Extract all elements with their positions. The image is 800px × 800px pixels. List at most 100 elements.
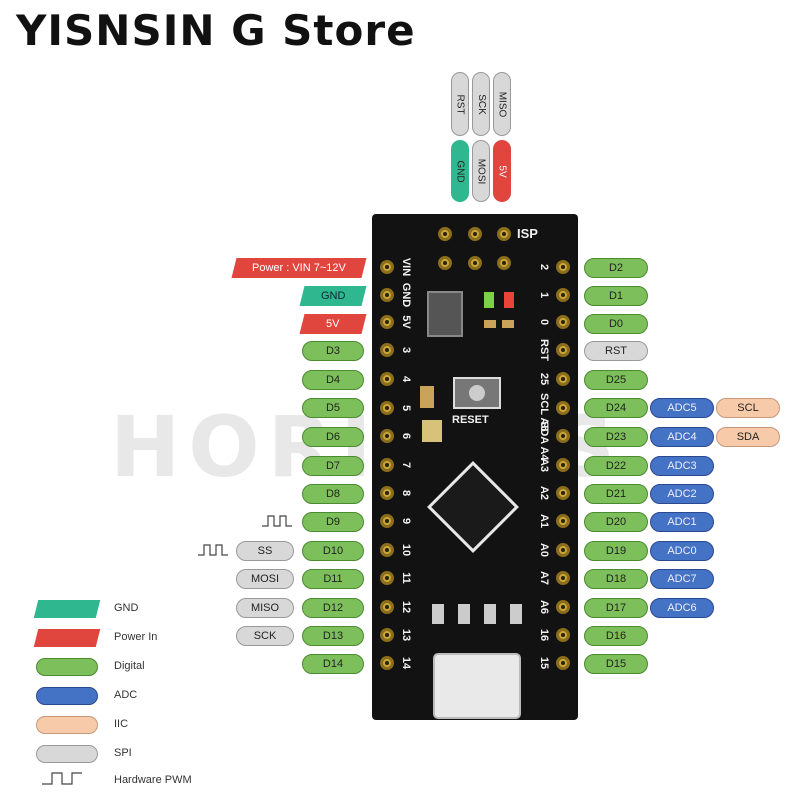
right-pin xyxy=(556,486,570,500)
adc-tag-adc1: ADC1 xyxy=(650,512,714,532)
right-pin xyxy=(556,571,570,585)
silk-label: 3 xyxy=(400,346,412,354)
pin-tag-d5: D5 xyxy=(302,398,364,418)
right-pin xyxy=(556,372,570,386)
mcu-chip xyxy=(427,461,519,553)
legend-pwm-icon xyxy=(42,772,82,785)
5v-tag: 5V xyxy=(299,314,367,334)
right-pin xyxy=(556,543,570,557)
right-pin xyxy=(556,315,570,329)
pin-tag-rst: RST xyxy=(584,341,648,361)
left-pin xyxy=(380,571,394,585)
right-pin xyxy=(556,458,570,472)
legend-swatch-spi xyxy=(36,745,98,763)
left-pin xyxy=(380,343,394,357)
silk-label: SCL A5 xyxy=(538,393,550,432)
silk-label: 8 xyxy=(400,489,412,497)
pin-tag-d2: D2 xyxy=(584,258,648,278)
right-pin xyxy=(556,343,570,357)
adc-tag-adc6: ADC6 xyxy=(650,598,714,618)
legend-swatch-adc xyxy=(36,687,98,705)
silk-label: A6 xyxy=(538,599,550,615)
silk-label: A0 xyxy=(538,542,550,558)
adc-tag-adc5: ADC5 xyxy=(650,398,714,418)
silk-label: RST xyxy=(538,339,550,361)
isp-mosi-tag: MOSI xyxy=(472,140,490,202)
reset-label: RESET xyxy=(452,414,489,426)
adc-tag-adc7: ADC7 xyxy=(650,569,714,589)
isp-5v-tag: 5V xyxy=(493,140,511,202)
adc-tag-adc0: ADC0 xyxy=(650,541,714,561)
left-pin xyxy=(380,628,394,642)
right-pin xyxy=(556,514,570,528)
silk-label: 4 xyxy=(400,375,412,383)
pin-tag-d16: D16 xyxy=(584,626,648,646)
legend-label-spi: SPI xyxy=(114,747,132,759)
pin-tag-d21: D21 xyxy=(584,484,648,504)
silk-label: 7 xyxy=(400,461,412,469)
spi-tag-ss: SS xyxy=(236,541,294,561)
right-pin xyxy=(556,260,570,274)
pin-tag-d13: D13 xyxy=(302,626,364,646)
legend-swatch-gnd xyxy=(33,600,101,618)
silk-label: 9 xyxy=(400,517,412,525)
right-pin xyxy=(556,288,570,302)
isp-pin xyxy=(438,256,452,270)
pin-tag-d14: D14 xyxy=(302,654,364,674)
left-pin xyxy=(380,401,394,415)
pin-tag-d17: D17 xyxy=(584,598,648,618)
isp-rst-tag: RST xyxy=(451,72,469,136)
silk-label: 11 xyxy=(400,572,412,584)
pin-tag-d9: D9 xyxy=(302,512,364,532)
spi-tag-mosi: MOSI xyxy=(236,569,294,589)
pin-tag-d4: D4 xyxy=(302,370,364,390)
legend-swatch-digital xyxy=(36,658,98,676)
adc-tag-adc4: ADC4 xyxy=(650,427,714,447)
pin-tag-d20: D20 xyxy=(584,512,648,532)
pin-tag-d24: D24 xyxy=(584,398,648,418)
iic-tag-sda: SDA xyxy=(716,427,780,447)
silk-label: GND xyxy=(400,282,412,308)
adc-tag-adc2: ADC2 xyxy=(650,484,714,504)
right-pin xyxy=(556,600,570,614)
legend-swatch-iic xyxy=(36,716,98,734)
pin-tag-d15: D15 xyxy=(584,654,648,674)
silk-label: 5 xyxy=(400,404,412,412)
isp-pin xyxy=(468,227,482,241)
silk-label: 1 xyxy=(538,291,550,299)
isp-gnd-tag: GND xyxy=(451,140,469,202)
isp-sck-tag: SCK xyxy=(472,72,490,136)
isp-pin xyxy=(497,227,511,241)
silk-label: 13 xyxy=(400,628,412,642)
legend-label-adc: ADC xyxy=(114,689,138,701)
left-pin xyxy=(380,486,394,500)
pin-tag-d22: D22 xyxy=(584,456,648,476)
legend-swatch-power xyxy=(33,629,101,647)
silk-label: SDA A4 xyxy=(538,421,550,461)
silk-label: 16 xyxy=(538,628,550,642)
isp-pin xyxy=(497,256,511,270)
left-pin xyxy=(380,372,394,386)
isp-miso-tag: MISO xyxy=(493,72,511,136)
legend-label-gnd: GND xyxy=(114,602,139,614)
pwm-icon xyxy=(198,544,228,556)
legend-label-power: Power In xyxy=(114,631,158,643)
left-pin xyxy=(380,260,394,274)
store-title: YISNSIN G Store xyxy=(16,6,416,55)
silk-label: 15 xyxy=(538,656,550,670)
pwm-icon xyxy=(262,515,292,527)
silk-label: VIN xyxy=(400,257,412,277)
silk-label: 5V xyxy=(400,315,412,329)
left-pin xyxy=(380,514,394,528)
legend-label-iic: IIC xyxy=(114,718,129,730)
silk-label: 25 xyxy=(538,372,550,386)
legend-label-digital: Digital xyxy=(114,660,145,672)
pin-tag-d19: D19 xyxy=(584,541,648,561)
right-pin xyxy=(556,401,570,415)
silk-label: A3 xyxy=(538,457,550,473)
left-pin xyxy=(380,656,394,670)
silk-label: 14 xyxy=(400,656,412,670)
usb-connector xyxy=(433,653,521,719)
pin-tag-d11: D11 xyxy=(302,569,364,589)
silk-label: 12 xyxy=(400,600,412,614)
